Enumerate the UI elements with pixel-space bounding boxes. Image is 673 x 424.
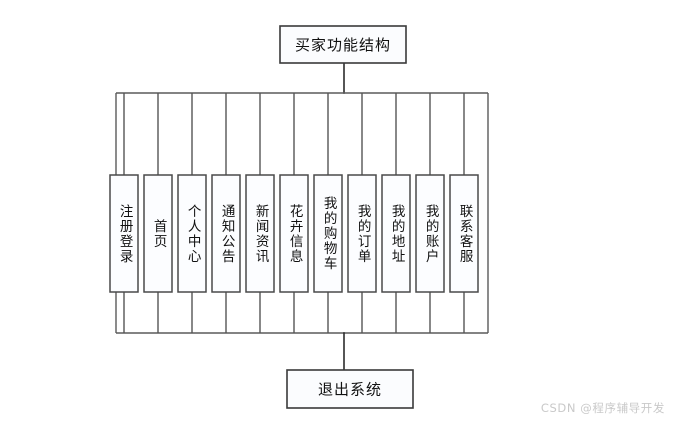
csdn-watermark: CSDN @程序辅导开发 [540,401,665,415]
leaf-node-box[interactable] [381,174,411,293]
leaf-node-box[interactable] [313,174,343,293]
leaf-node-layer [109,174,479,293]
leaf-node-box[interactable] [109,174,139,293]
root-node-label: 买家功能结构 [295,36,391,54]
exit-node-box[interactable] [286,369,414,409]
leaf-node-box[interactable] [279,174,309,293]
leaf-node-box[interactable] [347,174,377,293]
leaf-node-box[interactable] [415,174,445,293]
leaf-node-box[interactable] [211,174,241,293]
node-layer: 买家功能结构 退出系统 [279,25,414,409]
leaf-node-box[interactable] [449,174,479,293]
root-node-box[interactable] [279,25,407,64]
leaf-node-box[interactable] [177,174,207,293]
leaf-node-box[interactable] [143,174,173,293]
leaf-node-box[interactable] [245,174,275,293]
exit-node-label: 退出系统 [318,381,382,399]
